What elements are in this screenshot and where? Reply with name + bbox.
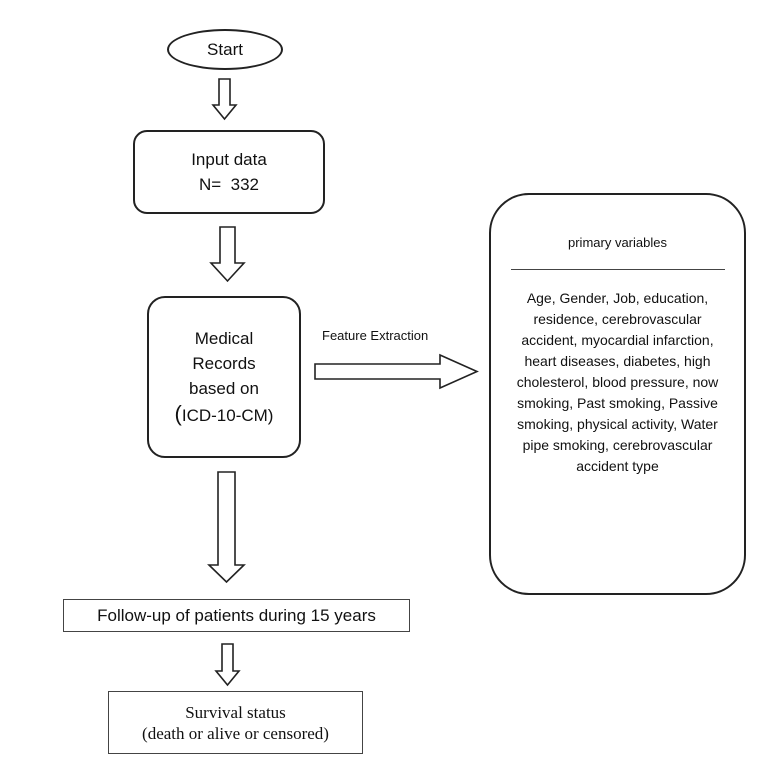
primary-variables-list: Age, Gender, Job, education, residence, … [516, 290, 719, 474]
start-label: Start [207, 39, 243, 59]
primary-variables-title: primary variables [568, 235, 667, 250]
arrow-records-to-variables [314, 353, 479, 390]
followup-label: Follow-up of patients during 15 years [97, 605, 376, 625]
survival-status-node: Survival status (death or alive or censo… [108, 691, 363, 754]
paren-open: ( [174, 401, 182, 426]
input-data-count: N= 332 [198, 175, 259, 194]
arrow-records-to-followup [207, 471, 246, 584]
arrow-followup-to-survival [214, 643, 241, 687]
primary-variables-node: primary variables Age, Gender, Job, educ… [489, 193, 746, 595]
arrow-start-to-input [211, 78, 238, 121]
followup-node: Follow-up of patients during 15 years [63, 599, 410, 632]
survival-status-title: Survival status [185, 702, 286, 722]
icd-code: ICD-10-CM) [181, 406, 274, 425]
start-node: Start [167, 29, 283, 70]
primary-variables-divider [510, 269, 725, 270]
survival-status-options: (death or alive or censored) [142, 723, 329, 743]
medical-records-node: Medical Records based on (ICD-10-CM) [147, 296, 301, 458]
input-data-title: Input data [191, 150, 267, 169]
medical-records-line-4: (ICD-10-CM) [175, 401, 274, 428]
medical-records-line-1: Medical [194, 329, 254, 348]
medical-records-line-2: Records [192, 354, 256, 373]
input-data-node: Input data N= 332 [133, 130, 325, 214]
feature-extraction-label: Feature Extraction [322, 328, 429, 343]
medical-records-line-3: based on [189, 379, 259, 398]
arrow-input-to-records [209, 226, 246, 283]
